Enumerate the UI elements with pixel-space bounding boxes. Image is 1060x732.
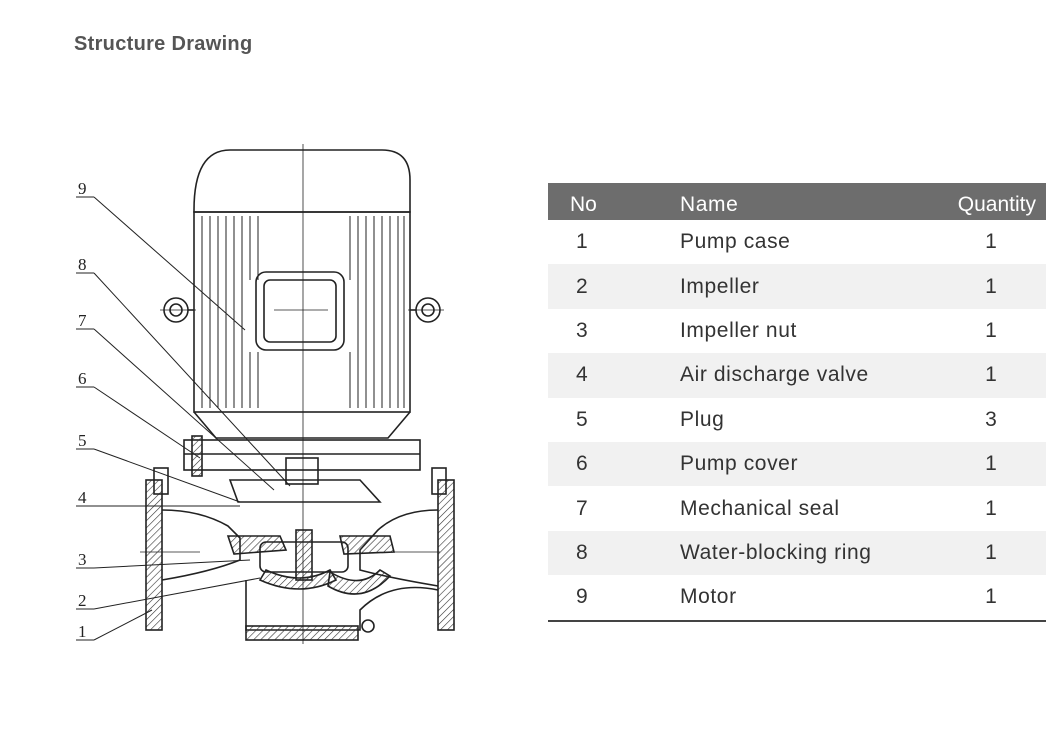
callout-3: 3	[78, 550, 87, 569]
row-name: Pump case	[680, 230, 791, 254]
motor-flange	[183, 439, 421, 471]
row-quantity: 1	[985, 540, 997, 564]
table-row: 3 Impeller nut 1	[548, 309, 1046, 353]
motor-fan-cover	[193, 149, 411, 213]
callout-2: 2	[78, 591, 87, 610]
row-name: Mechanical seal	[680, 496, 840, 520]
row-no: 2	[576, 274, 588, 298]
row-quantity: 1	[985, 274, 997, 298]
row-no: 7	[576, 496, 588, 520]
row-quantity: 1	[985, 318, 997, 342]
row-quantity: 1	[985, 452, 997, 476]
row-name: Impeller	[680, 274, 760, 298]
table-header: No Name Quantity	[548, 183, 1046, 220]
table-row: 6 Pump cover 1	[548, 441, 1046, 487]
pump-case-inlet	[161, 509, 241, 581]
row-name: Pump cover	[680, 452, 799, 476]
row-name: Impeller nut	[680, 318, 797, 342]
callout-1: 1	[78, 622, 87, 641]
motor-fins	[201, 216, 405, 408]
callout-5: 5	[78, 431, 87, 450]
row-no: 9	[576, 585, 588, 609]
row-quantity: 1	[985, 230, 997, 254]
callout-4: 4	[78, 488, 87, 507]
callout-9: 9	[78, 179, 87, 198]
table-row: 9 Motor 1	[548, 575, 1046, 619]
pump-base	[245, 625, 359, 641]
row-quantity: 3	[985, 407, 997, 431]
row-no: 3	[576, 318, 588, 342]
header-quantity: Quantity	[957, 193, 1036, 216]
row-name: Plug	[680, 407, 725, 431]
table-row: 2 Impeller 1	[548, 264, 1046, 309]
row-no: 1	[576, 230, 588, 254]
callout-6: 6	[78, 369, 87, 388]
callout-8: 8	[78, 255, 87, 274]
header-no: No	[570, 193, 597, 216]
callout-7: 7	[78, 311, 87, 330]
junction-box	[255, 271, 345, 351]
pump-structure-drawing: 9 8 7 6 5 4 3 2 1	[76, 144, 455, 644]
row-no: 6	[576, 452, 588, 476]
table-row: 5 Plug 3	[548, 398, 1046, 442]
table-row: 1 Pump case 1	[548, 220, 1046, 264]
header-name: Name	[680, 193, 739, 216]
row-no: 8	[576, 540, 588, 564]
parts-table: No Name Quantity 1 Pump case 1 2 Impeller 1 3 I…	[548, 183, 1046, 622]
table-bottom-rule	[548, 619, 1046, 622]
table-row: 7 Mechanical seal 1	[548, 486, 1046, 530]
motor-body	[193, 211, 411, 413]
row-quantity: 1	[985, 496, 997, 520]
row-name: Motor	[680, 585, 737, 609]
page-title: Structure Drawing	[74, 33, 253, 55]
row-quantity: 1	[985, 585, 997, 609]
outlet-flange	[437, 479, 455, 631]
row-name: Water-blocking ring	[680, 540, 872, 564]
row-quantity: 1	[985, 363, 997, 387]
inlet-flange	[145, 479, 163, 631]
row-name: Air discharge valve	[680, 363, 869, 387]
row-no: 4	[576, 363, 588, 387]
table-row: 8 Water-blocking ring 1	[548, 530, 1046, 576]
table-row: 4 Air discharge valve 1	[548, 353, 1046, 398]
row-no: 5	[576, 407, 588, 431]
